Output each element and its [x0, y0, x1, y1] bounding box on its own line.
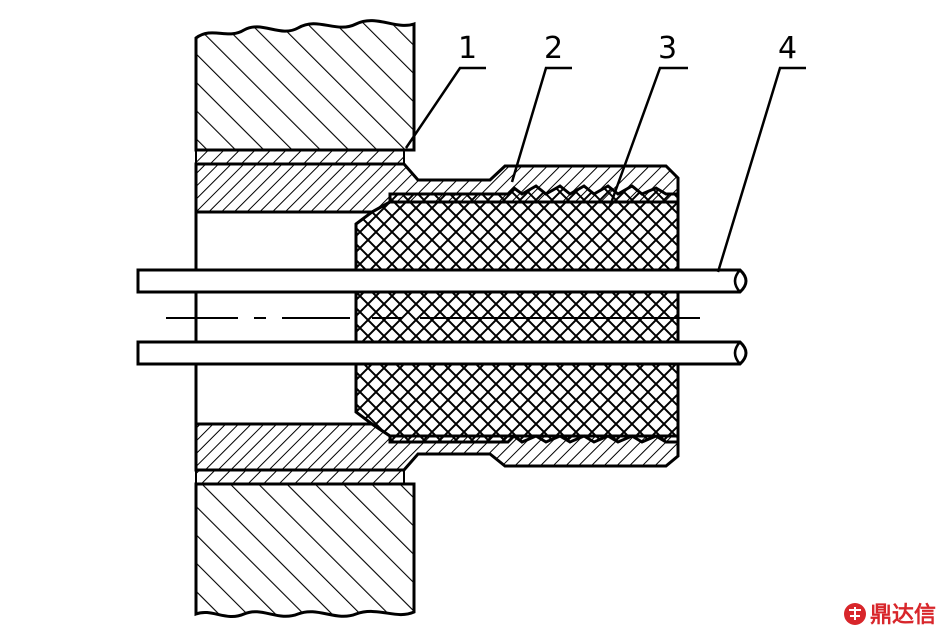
callout-1: 1: [458, 31, 477, 66]
wire-upper: [136, 268, 748, 294]
wall-bottom: [194, 482, 416, 619]
leader-1: [404, 66, 486, 149]
gasket-top: [195, 149, 405, 165]
watermark-text: 鼎达信: [870, 602, 936, 628]
wire-lower: [136, 340, 748, 366]
watermark: 鼎达信: [844, 602, 936, 628]
wall-top: [194, 19, 416, 152]
callout-4: 4: [778, 31, 797, 66]
leader-lines: [404, 66, 806, 273]
seal-body: [354, 184, 680, 444]
callout-2: 2: [544, 31, 563, 66]
callout-3: 3: [658, 31, 677, 66]
leader-3: [608, 66, 688, 207]
gasket-bottom: [195, 469, 405, 485]
leader-2: [510, 66, 572, 183]
leader-4: [716, 66, 806, 273]
